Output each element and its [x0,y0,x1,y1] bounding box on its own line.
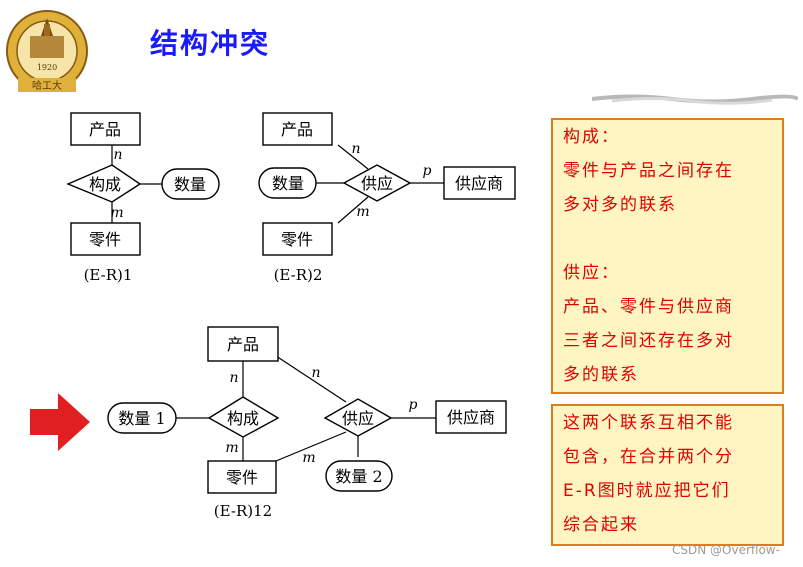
d12-supplier-label: 供应商 [447,408,495,427]
d12-relation-compose [207,396,280,438]
d12-caption: (E-R)12 [214,502,272,520]
note1-line: 构成： [563,127,620,147]
watermark: CSDN @Overflow- [672,543,780,557]
d12-relation-supply [323,398,393,437]
d1-quantity-label: 数量 [174,175,206,194]
d2-card-n: n [351,141,360,157]
note1-line [563,222,772,256]
d1-part-label: 零件 [89,230,121,249]
note1-line: 产品、零件与供应商 [563,297,734,317]
d12-card-m2: m [302,450,315,466]
d1-attribute-quantity [161,168,220,200]
d2-caption: (E-R)2 [274,266,323,284]
d12-card-n2: n [311,365,320,381]
slide-title: 结构冲突 [150,27,271,60]
d12-part-label: 零件 [226,468,258,487]
d12-card-n1: n [229,370,238,386]
d1-caption: (E-R)1 [84,266,133,284]
decorative-rule [592,94,798,105]
d2-entity-part [262,222,333,256]
d12-entity-part [207,460,277,494]
logo-text: 哈工大 [32,79,62,92]
note1-line: 零件与产品之间存在 [563,161,734,181]
d1-product-label: 产品 [89,120,121,139]
d12-card-m1: m [225,440,238,456]
note1-line: 供应： [563,263,620,283]
note2-line: 这两个联系互相不能 [563,413,734,433]
d1-relation-compose [66,164,142,203]
d12-product-label: 产品 [227,335,259,354]
d1-compose-label: 构成 [89,175,121,194]
d12-supply-label: 供应 [342,409,374,428]
d2-product-label: 产品 [281,120,313,139]
d2-attribute-quantity [258,167,317,199]
note2-line: 包含，在合并两个分 [563,447,734,467]
d1-card-m: m [110,205,123,221]
d2-entity-supplier [443,166,516,200]
university-logo: 1920 哈工大 [6,10,88,92]
note-box-relations: 构成： 零件与产品之间存在 多对多的联系 供应： 产品、零件与供应商 三者之间还… [551,118,784,394]
d12-entity-product [207,326,279,362]
red-arrow-icon [30,393,90,451]
logo-year: 1920 [37,63,57,72]
d2-entity-product [262,112,333,146]
d2-card-m: m [356,204,369,220]
d12-entity-supplier [435,400,507,434]
d1-entity-product [70,112,141,146]
d12-quantity1-label: 数量 1 [118,409,165,428]
d2-quantity-label: 数量 [272,174,304,193]
d1-card-n: n [113,147,122,163]
d12-card-p: p [409,397,418,413]
note1-line: 多对多的联系 [563,195,677,215]
note-box-conclusion: 这两个联系互相不能 包含，在合并两个分 E-R图时就应把它们 综合起来 [551,404,784,546]
d12-quantity2-label: 数量 2 [335,467,382,486]
d2-part-label: 零件 [281,230,313,249]
d12-attribute-quantity1 [107,402,177,434]
d2-supply-label: 供应 [361,174,393,193]
d2-card-p: p [423,163,432,179]
d12-attribute-quantity2 [325,460,393,492]
note1-line: 多的联系 [563,365,639,385]
d2-relation-supply [342,164,412,202]
d2-supplier-label: 供应商 [455,174,503,193]
note1-line: 三者之间还存在多对 [563,331,734,351]
d1-entity-part [70,222,141,256]
d12-compose-label: 构成 [227,409,259,428]
note2-line: E-R图时就应把它们 [563,481,731,501]
note2-line: 综合起来 [563,515,639,535]
